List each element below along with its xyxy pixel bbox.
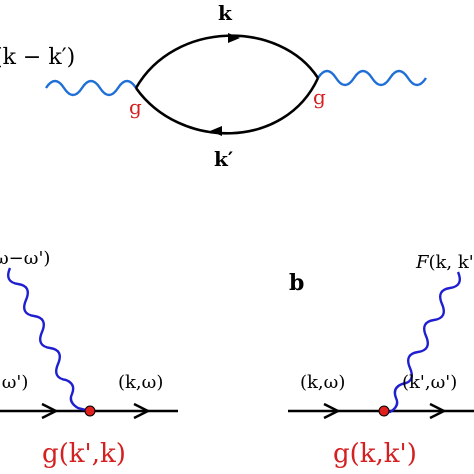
outgoing-momentum-a: (k,ω) — [118, 372, 163, 393]
form-factor-symbol: F — [415, 252, 430, 273]
upper-arrow — [228, 33, 240, 43]
phonon-label-b: F(k, k' — [415, 252, 474, 273]
left-vertex-label: g — [129, 95, 142, 119]
vertex-label-a: g(k',k) — [42, 439, 126, 469]
panel-label-b: b — [289, 270, 304, 296]
form-factor-args: (k, k' — [429, 252, 474, 273]
fermion-arrow-b — [133, 402, 151, 420]
vertex-dot-b — [378, 405, 390, 417]
vertex-diagram-b: b F(k, k' (k,ω) (k',ω') g(k,k') — [288, 252, 474, 469]
upper-momentum-label: k — [218, 1, 233, 25]
fermion-arrow-a — [41, 402, 59, 420]
left-momentum-label: (k − k′) — [0, 45, 75, 70]
outgoing-momentum-b: (k',ω') — [402, 372, 457, 393]
lower-propagator — [134, 77, 320, 135]
incoming-momentum-b: (k,ω) — [300, 372, 345, 393]
vertex-dot-a — [84, 405, 96, 417]
phonon-label-a: ω−ω') — [0, 248, 50, 269]
upper-propagator — [134, 34, 320, 89]
lower-momentum-label: k′ — [214, 147, 233, 171]
lower-arrow — [210, 126, 222, 136]
phonon-line-a — [7, 267, 91, 413]
fermion-arrow-d — [429, 402, 447, 420]
vertex-label-b: g(k,k') — [333, 439, 417, 469]
fermion-arrow-c — [323, 402, 341, 420]
right-photon-line — [316, 69, 428, 87]
incoming-momentum-a: ,ω') — [0, 372, 28, 393]
left-photon-line — [44, 79, 138, 97]
vertex-diagram-a: ω−ω') ,ω') (k,ω) g(k',k) — [0, 248, 178, 469]
phonon-line-b — [383, 271, 461, 414]
bubble-diagram: (k − k′) k k′ g g — [0, 1, 428, 171]
right-vertex-label: g — [313, 85, 326, 109]
